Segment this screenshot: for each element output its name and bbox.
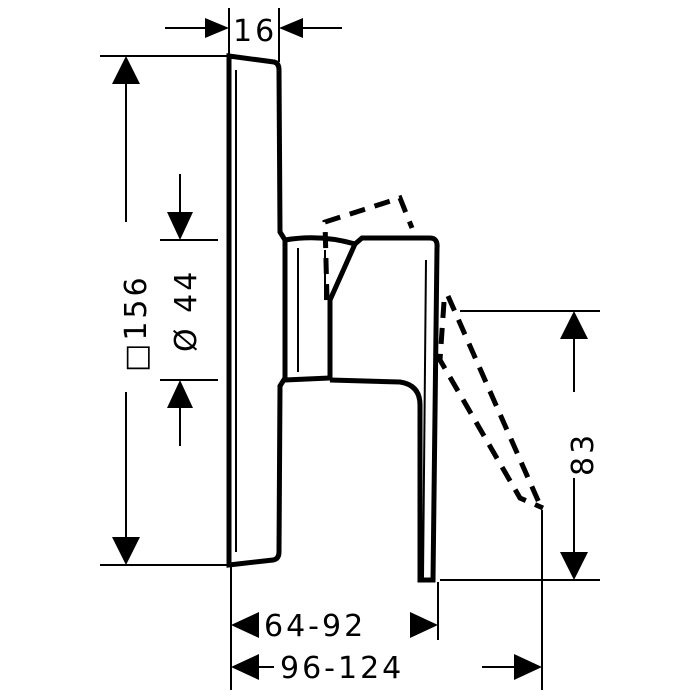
dim-label-16: 16 [233, 14, 277, 49]
lever-handle-open-dashed [322, 194, 544, 511]
rosette-body [284, 235, 359, 383]
dim-label-64-92: 64-92 [264, 609, 366, 644]
dim-plate-depth: 16 [165, 8, 342, 62]
dim-projection-long: 96-124 [231, 651, 542, 686]
dim-label-44: Ø 44 [169, 269, 204, 352]
dim-plate-square: □156 [100, 55, 229, 566]
extension-lines-bottom [230, 510, 543, 690]
dim-label-83: 83 [566, 432, 601, 476]
dim-handle-height: 83 [440, 310, 601, 581]
dim-rosette-diameter: Ø 44 [160, 174, 218, 446]
dim-label-156: □156 [119, 274, 154, 372]
dim-label-96-124: 96-124 [280, 651, 404, 686]
wall-plate [226, 53, 288, 568]
dim-projection-short: 64-92 [231, 609, 438, 644]
lever-handle [329, 235, 440, 583]
